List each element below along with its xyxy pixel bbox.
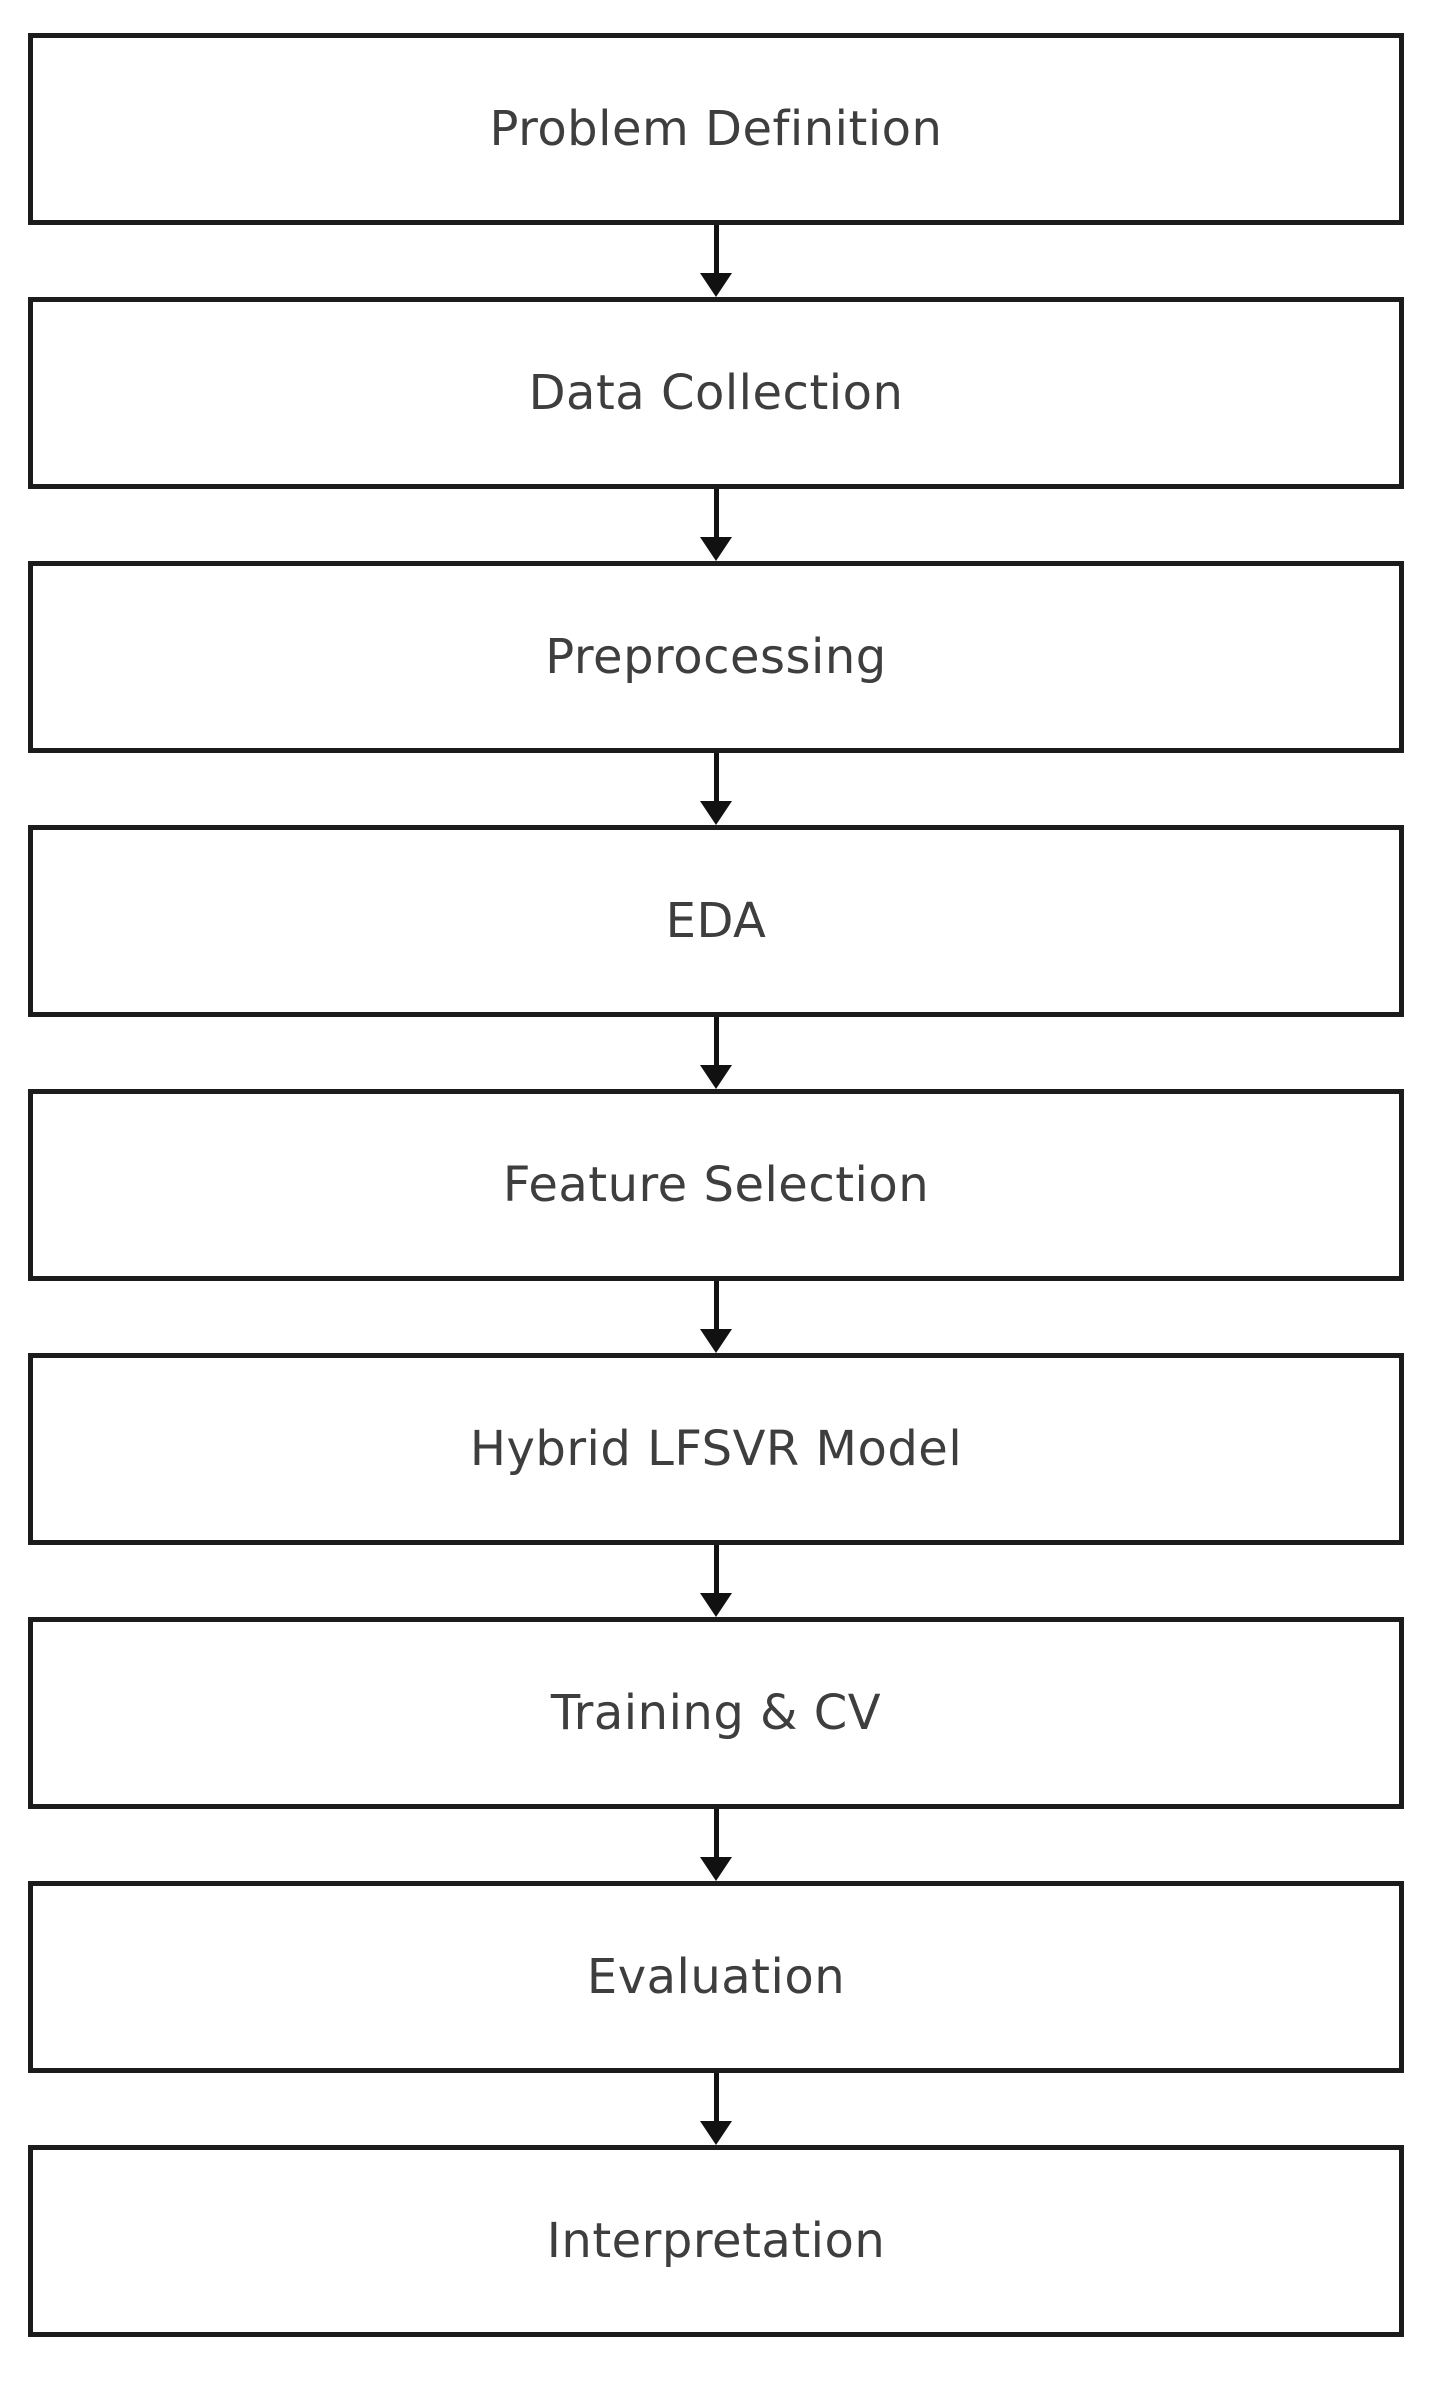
flow-step-feature-selection: Feature Selection [28, 1089, 1404, 1281]
flow-step-interpretation: Interpretation [28, 2145, 1404, 2337]
arrow-down-icon [700, 1329, 732, 1353]
flow-step-label: EDA [665, 893, 767, 949]
down-arrow-connector [28, 1545, 1404, 1617]
flow-step-label: Evaluation [586, 1949, 846, 2005]
arrow-stem [713, 753, 719, 801]
flow-step-training-cv: Training & CV [28, 1617, 1404, 1809]
flow-step-label: Interpretation [546, 2213, 886, 2269]
arrow-down-icon [700, 801, 732, 825]
down-arrow-connector [28, 1281, 1404, 1353]
down-arrow-connector [28, 225, 1404, 297]
flow-step-label: Data Collection [528, 365, 904, 421]
arrow-down-icon [700, 273, 732, 297]
flow-step-label: Hybrid LFSVR Model [469, 1421, 963, 1477]
arrow-stem [713, 489, 719, 537]
arrow-stem [713, 225, 719, 273]
flow-step-eda: EDA [28, 825, 1404, 1017]
down-arrow-connector [28, 489, 1404, 561]
down-arrow-connector [28, 753, 1404, 825]
flow-step-label: Problem Definition [489, 101, 943, 157]
arrow-stem [713, 1809, 719, 1857]
down-arrow-connector [28, 1017, 1404, 1089]
arrow-stem [713, 1281, 719, 1329]
flow-step-hybrid-lfsvr-model: Hybrid LFSVR Model [28, 1353, 1404, 1545]
down-arrow-connector [28, 2073, 1404, 2145]
arrow-down-icon [700, 2121, 732, 2145]
flow-step-preprocessing: Preprocessing [28, 561, 1404, 753]
flow-step-evaluation: Evaluation [28, 1881, 1404, 2073]
flow-step-label: Feature Selection [502, 1157, 930, 1213]
down-arrow-connector [28, 1809, 1404, 1881]
arrow-down-icon [700, 537, 732, 561]
flow-step-data-collection: Data Collection [28, 297, 1404, 489]
arrow-stem [713, 1545, 719, 1593]
flow-step-problem-definition: Problem Definition [28, 33, 1404, 225]
flow-step-label: Training & CV [550, 1685, 882, 1741]
arrow-down-icon [700, 1065, 732, 1089]
flow-step-label: Preprocessing [545, 629, 887, 685]
arrow-down-icon [700, 1593, 732, 1617]
arrow-stem [713, 1017, 719, 1065]
arrow-down-icon [700, 1857, 732, 1881]
arrow-stem [713, 2073, 719, 2121]
